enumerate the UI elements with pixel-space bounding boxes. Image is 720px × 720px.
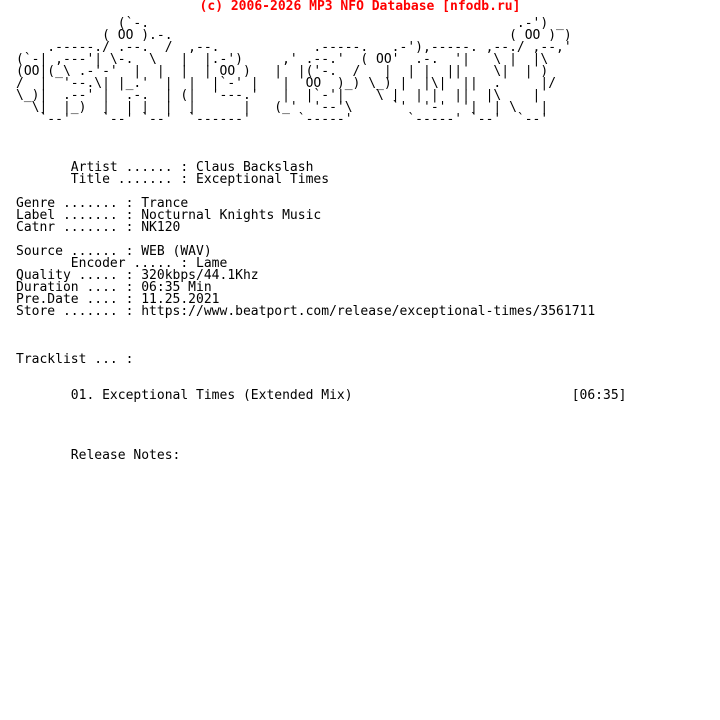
nfo-line: 01. Exceptional Times (Extended Mix) [06… bbox=[16, 388, 627, 403]
nfo-line: `--' `--' `--' `------' `-----' `-----' … bbox=[16, 112, 549, 127]
nfo-line: Tracklist ... : bbox=[16, 352, 134, 367]
nfo-line bbox=[16, 330, 626, 342]
nfo-line: Title ....... : Exceptional Times bbox=[16, 172, 330, 187]
nfo-line: Artist ...... : Claus Backslash bbox=[16, 160, 314, 175]
nfo-line bbox=[16, 402, 626, 414]
nfo-line: Catnr ....... : NK120 bbox=[16, 220, 181, 235]
nfo-line: Store ....... : https://www.beatport.com… bbox=[16, 304, 596, 319]
nfo-line: Duration .... : 06:35 Min bbox=[16, 280, 212, 295]
nfo-line bbox=[16, 366, 626, 378]
nfo-line: (`-. .-') _ bbox=[16, 16, 564, 31]
nfo-line: \_)| .--' | .-. | (| '---.' | |`-'| \ | … bbox=[16, 88, 541, 103]
nfo-line: Source ...... : WEB (WAV) bbox=[16, 244, 212, 259]
nfo-line: Genre ....... : Trance bbox=[16, 196, 189, 211]
site-header: (c) 2006-2026 MP3 NFO Database [nfodb.ru… bbox=[199, 0, 521, 14]
nfo-line: Pre.Date .... : 11.25.2021 bbox=[16, 292, 220, 307]
nfo-line bbox=[16, 138, 626, 150]
nfo-line bbox=[16, 126, 626, 138]
nfo-line: .-----./ .--. / ,--. .-----. .-'),-----.… bbox=[16, 40, 572, 55]
nfo-line: Quality ..... : 320kbps/44.1Khz bbox=[16, 268, 259, 283]
nfo-line: (OO|(_\ .-'-' | | | | OO ) | |('-. / | |… bbox=[16, 64, 549, 79]
nfo-line: Encoder ..... : Lame bbox=[16, 256, 228, 271]
nfo-text-block: (`-. .-') _ ( OO ).-. ( OO ) ) .-----./ … bbox=[16, 16, 627, 463]
nfo-line: Label ....... : Nocturnal Knights Music bbox=[16, 208, 322, 223]
nfo-line bbox=[16, 318, 626, 330]
nfo-line: Release Notes: bbox=[16, 448, 181, 463]
nfo-line: / | '--.\| |_.' | | |`-' | | OO )_) \_) … bbox=[16, 76, 557, 91]
nfo-line bbox=[16, 426, 626, 438]
nfo-line: \| |_) | | | | | | (_' '--'\ `' '-' '| |… bbox=[16, 100, 549, 115]
nfo-line bbox=[16, 414, 626, 426]
nfo-line: (`-| ,---'| \-. \ | |.-') ,' .--.' ( OO'… bbox=[16, 52, 549, 67]
nfo-line: ( OO ).-. ( OO ) ) bbox=[16, 28, 572, 43]
